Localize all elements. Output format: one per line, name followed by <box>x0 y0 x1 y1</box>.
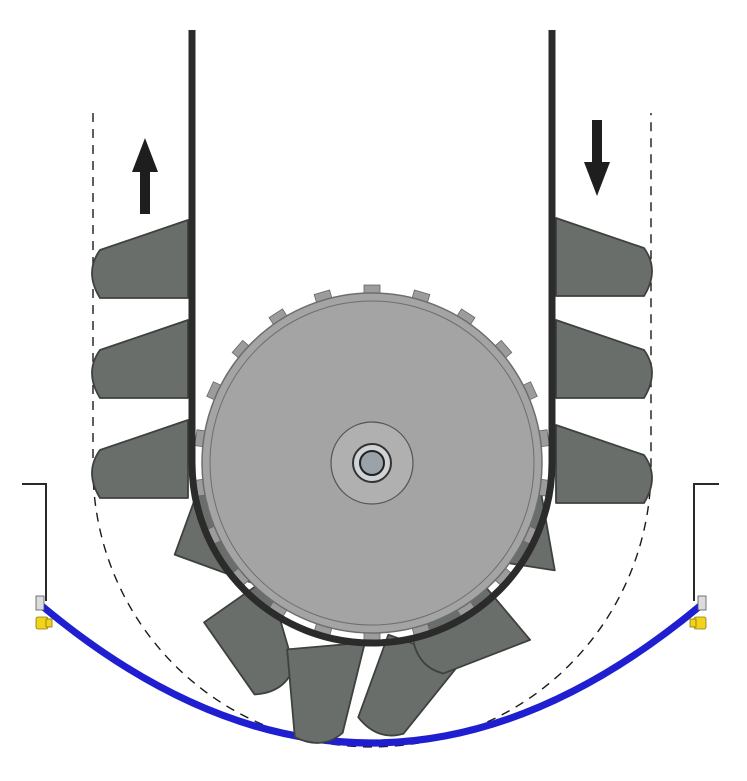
housing-right-wall <box>693 483 719 601</box>
right-strand-bucket <box>555 319 653 399</box>
right-trough-fitting <box>689 595 707 630</box>
left-strand-bucket <box>91 419 189 499</box>
left-strand-bucket <box>91 219 189 299</box>
pulley-rim <box>209 300 535 626</box>
housing-left-wall <box>22 483 47 601</box>
pulley-shaft <box>359 450 385 476</box>
housing <box>22 483 719 601</box>
elevator-belt <box>188 30 556 647</box>
down-direction-arrow <box>584 120 610 196</box>
left-trough-fitting <box>35 595 53 630</box>
left-strand-bucket <box>91 319 189 399</box>
up-direction-arrow <box>132 138 158 214</box>
boot-trough <box>38 602 704 747</box>
pulley-bucket <box>286 641 366 744</box>
right-strand-bucket <box>555 424 653 504</box>
boot-pulley <box>194 284 550 642</box>
right-strand-bucket <box>555 217 653 297</box>
bucket-path-outline <box>92 113 652 748</box>
